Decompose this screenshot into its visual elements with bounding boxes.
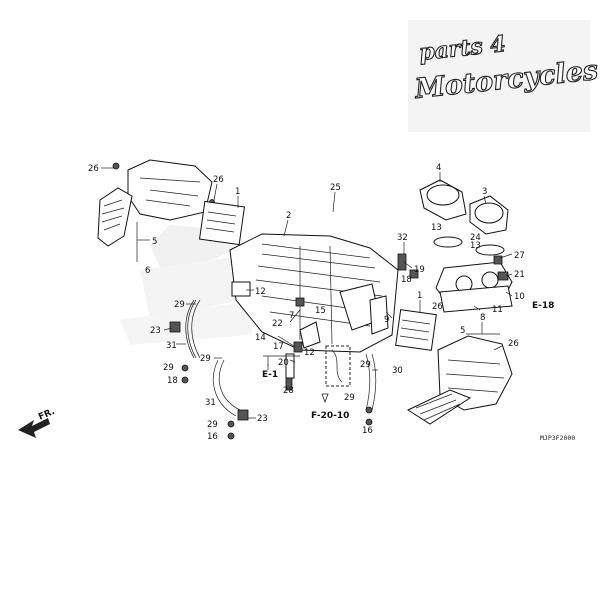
callout-29: 29 — [163, 363, 174, 373]
callout-13: 13 — [470, 241, 481, 251]
leader-lines — [101, 167, 513, 419]
callout-4: 4 — [436, 163, 441, 173]
callout-29: 29 — [207, 420, 218, 430]
callout-1: 1 — [235, 187, 240, 197]
callout-18: 18 — [401, 275, 412, 285]
right-filter-cover — [365, 309, 513, 426]
callout-26: 26 — [432, 302, 443, 312]
callout-31: 31 — [205, 398, 216, 408]
callout-23: 23 — [257, 414, 268, 424]
callout-12: 12 — [304, 348, 315, 358]
callout-3: 3 — [482, 187, 487, 197]
callout-10: 10 — [514, 292, 525, 302]
section-references: E-1 E-18 F-20-10 — [262, 301, 554, 421]
brand-emblem-watermark — [120, 225, 260, 345]
callout-29: 29 — [360, 360, 371, 370]
reference-e1: E-1 — [262, 370, 278, 380]
callout-7: 7 — [289, 311, 294, 321]
callout-18: 18 — [167, 376, 178, 386]
callout-25: 25 — [330, 183, 341, 193]
left-hoses — [169, 299, 249, 440]
callout-29: 29 — [174, 300, 185, 310]
left-intake-assembly — [97, 159, 246, 247]
reference-e18: E-18 — [532, 301, 554, 311]
center-small-parts — [285, 297, 351, 391]
callout-31: 31 — [166, 341, 177, 351]
callout-9: 9 — [384, 315, 389, 325]
callout-12: 12 — [255, 287, 266, 297]
arrow-down-icon — [321, 393, 329, 404]
callout-29: 29 — [344, 393, 355, 403]
callout-22: 22 — [272, 319, 283, 329]
callout-16: 16 — [207, 432, 218, 442]
callout-8: 8 — [480, 313, 485, 323]
callout-5: 5 — [460, 326, 465, 336]
callout-26: 26 — [508, 339, 519, 349]
callout-20: 20 — [278, 358, 289, 368]
callout-17: 17 — [273, 342, 284, 352]
callout-24: 24 — [470, 233, 481, 243]
diagram-code: MJP3F2000 — [540, 434, 575, 442]
arrow-front-icon — [18, 418, 50, 438]
callout-1: 1 — [417, 291, 422, 301]
callout-27: 27 — [514, 251, 525, 261]
callouts: 26 26 1 5 6 2 25 12 29 23 31 29 18 22 7 … — [88, 163, 525, 442]
watermark-background — [408, 20, 590, 132]
callout-6: 6 — [145, 266, 150, 276]
callout-13: 13 — [431, 223, 442, 233]
callout-15: 15 — [315, 306, 326, 316]
callout-23: 23 — [150, 326, 161, 336]
callout-32: 32 — [397, 233, 408, 243]
callout-30: 30 — [392, 366, 403, 376]
callout-21: 21 — [514, 270, 525, 280]
callout-28: 28 — [283, 386, 294, 396]
callout-16: 16 — [362, 426, 373, 436]
callout-11: 11 — [492, 305, 503, 315]
callout-26: 26 — [88, 164, 99, 174]
front-direction-indicator: FR. — [18, 407, 56, 438]
watermark-logo: parts 4 Motorcycles — [408, 20, 600, 132]
callout-19: 19 — [414, 265, 425, 275]
right-intake-assembly — [397, 179, 513, 313]
callout-26: 26 — [213, 175, 224, 185]
reference-f2010: F-20-10 — [311, 411, 349, 421]
main-airbox — [229, 233, 399, 353]
callout-5: 5 — [152, 237, 157, 247]
callout-14: 14 — [255, 333, 266, 343]
callout-29: 29 — [200, 354, 211, 364]
callout-2: 2 — [286, 211, 291, 221]
